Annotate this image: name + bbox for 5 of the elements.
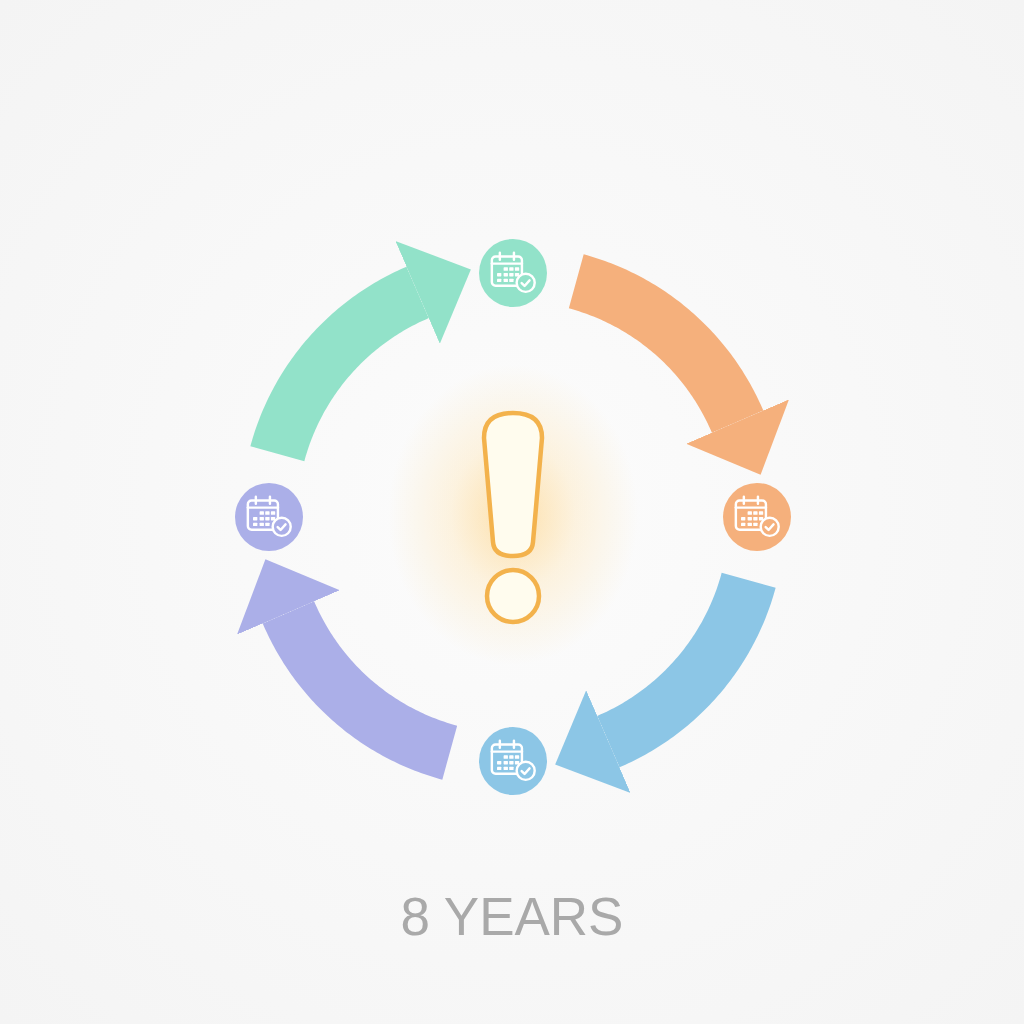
caption-text: 8 YEARS xyxy=(400,887,624,948)
calendar-check-icon xyxy=(479,727,547,795)
calendar-check-icon xyxy=(479,239,547,307)
calendar-check-icon xyxy=(723,483,791,551)
calendar-check-icon xyxy=(235,483,303,551)
